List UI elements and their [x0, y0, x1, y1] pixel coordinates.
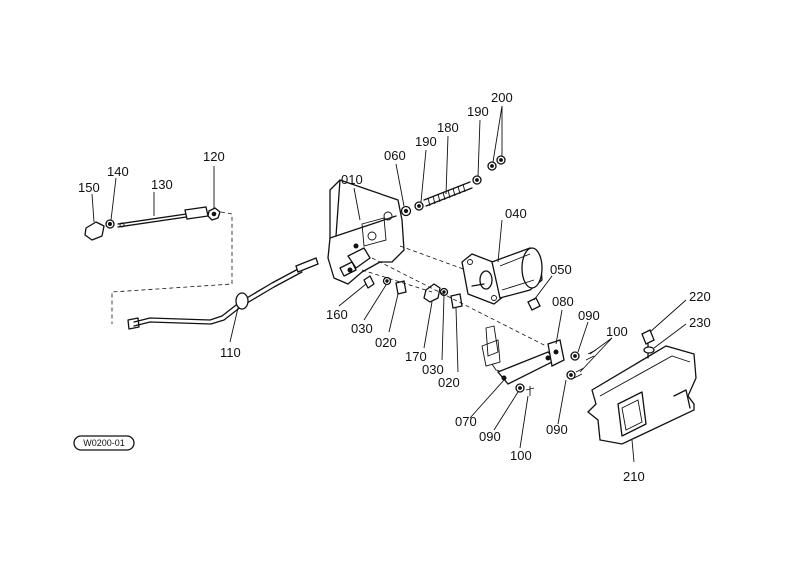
- label-080: 080: [552, 294, 574, 309]
- label-020-b: 020: [438, 375, 460, 390]
- label-150: 150: [78, 180, 100, 195]
- control-rod-130: [117, 206, 209, 228]
- label-090-a: 090: [578, 308, 600, 323]
- label-130: 130: [151, 177, 173, 192]
- clip-170: [423, 283, 441, 303]
- label-170: 170: [405, 349, 427, 364]
- label-120: 120: [203, 149, 225, 164]
- plate-080: [547, 339, 565, 367]
- label-190-a: 190: [415, 134, 437, 149]
- knob-150: [84, 221, 105, 241]
- washer-090-c: [515, 383, 525, 393]
- drawing-code-text: W0200-01: [83, 438, 125, 448]
- label-050: 050: [550, 262, 572, 277]
- pin-100-a: [585, 349, 597, 361]
- drawing-code-badge: W0200-01: [73, 435, 135, 451]
- washer-090-b: [566, 370, 576, 380]
- label-140: 140: [107, 164, 129, 179]
- label-160: 160: [326, 307, 348, 322]
- nut-120: [207, 207, 221, 221]
- cover-210: [587, 345, 697, 445]
- clip-230: [643, 346, 655, 354]
- label-110: 110: [220, 345, 241, 360]
- label-070: 070: [455, 414, 477, 429]
- label-210: 210: [623, 469, 645, 484]
- bolt-050: [527, 297, 541, 311]
- label-180: 180: [437, 120, 459, 135]
- label-020-a: 020: [375, 335, 397, 350]
- lever-070: [496, 351, 558, 385]
- solenoid-040: [461, 247, 543, 305]
- pin-100-c: [525, 386, 535, 396]
- label-090-b: 090: [479, 429, 501, 444]
- nut-200-pair: [487, 155, 506, 171]
- assembly-dash-lines: [361, 245, 547, 347]
- leader-lines: [91, 105, 687, 463]
- label-190-b: 190: [467, 104, 489, 119]
- label-090-c: 090: [546, 422, 568, 437]
- nut-190-a: [414, 201, 424, 211]
- label-060: 060: [384, 148, 406, 163]
- cable-110: [127, 257, 319, 330]
- washer-090-a: [570, 351, 580, 361]
- grommet-220: [641, 329, 655, 359]
- label-200: 200: [491, 90, 513, 105]
- spring-180: [423, 181, 473, 207]
- label-220: 220: [689, 289, 711, 304]
- label-100-b: 100: [510, 448, 532, 463]
- label-010: 010: [341, 172, 363, 187]
- part-labels: 150 140 130 120 110 010 160 030 020 060 …: [78, 90, 711, 484]
- link-reference-sketch: [481, 325, 505, 373]
- nut-190-b: [472, 175, 482, 185]
- washer-030-a: [382, 276, 392, 286]
- cable-routing-dashes: [111, 211, 233, 324]
- label-030-b: 030: [422, 362, 444, 377]
- label-230: 230: [689, 315, 711, 330]
- bracket-010: [327, 179, 405, 285]
- label-040: 040: [505, 206, 527, 221]
- nut-140: [105, 219, 115, 229]
- washer-060: [400, 205, 412, 217]
- bolt-160: [363, 275, 375, 289]
- label-030-a: 030: [351, 321, 373, 336]
- label-100-a: 100: [606, 324, 628, 339]
- bolt-020-a: [395, 280, 407, 295]
